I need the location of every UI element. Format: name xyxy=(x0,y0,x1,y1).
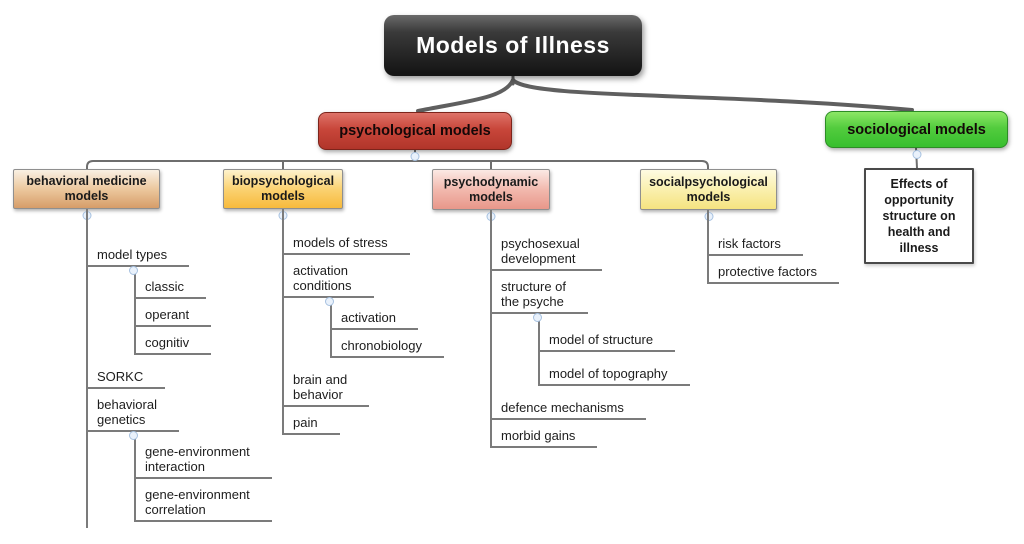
node-structure-of-the-psyche[interactable]: structure of the psyche xyxy=(492,271,589,314)
node-activation-conditions[interactable]: activation conditions xyxy=(284,255,374,298)
node-model-of-structure[interactable]: model of structure xyxy=(540,318,676,352)
node-operant[interactable]: operant xyxy=(136,299,212,327)
socialpsychological-subtree: risk factors protective factors xyxy=(707,210,839,284)
node-effects-of-opportunity-structure[interactable]: Effects of opportunity structure on heal… xyxy=(864,168,974,264)
psychodynamic-subtree: psychosexual development structure of th… xyxy=(490,210,690,448)
node-behavioral-genetics[interactable]: behavioral genetics xyxy=(88,389,179,432)
node-model-types[interactable]: model types xyxy=(88,209,190,267)
node-models-of-stress[interactable]: models of stress xyxy=(284,209,410,255)
collapse-toggle-icon[interactable] xyxy=(129,266,138,275)
node-gene-environment-interaction[interactable]: gene-environment interaction xyxy=(136,436,272,479)
node-activation[interactable]: activation xyxy=(332,302,418,330)
node-morbid-gains[interactable]: morbid gains xyxy=(492,420,598,448)
node-brain-and-behavior[interactable]: brain and behavior xyxy=(284,364,370,407)
node-sociological-models[interactable]: sociological models xyxy=(825,111,1008,159)
node-protective-factors[interactable]: protective factors xyxy=(709,256,839,284)
node-psychodynamic-models[interactable]: psychodynamic models xyxy=(432,169,550,221)
node-biopsychological-models[interactable]: biopsychological models xyxy=(223,169,343,220)
biopsychological-label: biopsychological models xyxy=(231,174,335,203)
root-node-models-of-illness[interactable]: Models of Illness xyxy=(384,15,642,76)
model-types-children: classic operant cognitiv xyxy=(129,266,272,355)
node-chronobiology[interactable]: chronobiology xyxy=(332,330,444,358)
effects-label: Effects of opportunity structure on heal… xyxy=(882,177,956,255)
node-pain[interactable]: pain xyxy=(284,407,340,435)
node-defence-mechanisms[interactable]: defence mechanisms xyxy=(492,392,646,420)
behavioral-medicine-subtree: model types classic operant cognitiv SOR… xyxy=(86,209,272,528)
root-label: Models of Illness xyxy=(416,32,610,58)
behavioral-genetics-children: gene-environment interaction gene-enviro… xyxy=(129,431,272,522)
node-sorkc[interactable]: SORKC xyxy=(88,361,166,389)
node-classic[interactable]: classic xyxy=(136,271,207,299)
behavioral-medicine-label: behavioral medicine models xyxy=(26,174,147,203)
psychological-label: psychological models xyxy=(339,123,491,139)
node-model-of-topography[interactable]: model of topography xyxy=(540,352,690,386)
collapse-toggle-icon[interactable] xyxy=(410,152,420,161)
node-gene-environment-correlation[interactable]: gene-environment correlation xyxy=(136,479,272,522)
node-socialpsychological-models[interactable]: socialpsychological models xyxy=(640,169,777,221)
node-behavioral-medicine-models[interactable]: behavioral medicine models xyxy=(13,169,160,220)
collapse-toggle-icon[interactable] xyxy=(129,431,138,440)
node-psychosexual-development[interactable]: psychosexual development xyxy=(492,210,602,271)
node-risk-factors[interactable]: risk factors xyxy=(709,210,803,256)
socialpsychological-label: socialpsychological models xyxy=(649,174,768,204)
structure-of-the-psyche-children: model of structure model of topography xyxy=(533,313,690,386)
collapse-toggle-icon[interactable] xyxy=(533,313,542,322)
node-cognitiv[interactable]: cognitiv xyxy=(136,327,212,355)
activation-conditions-children: activation chronobiology xyxy=(325,297,444,358)
biopsychological-subtree: models of stress activation conditions a… xyxy=(282,209,444,435)
collapse-toggle-icon[interactable] xyxy=(912,150,921,159)
sociological-label: sociological models xyxy=(847,121,986,138)
collapse-toggle-icon[interactable] xyxy=(325,297,334,306)
psychodynamic-label: psychodynamic models xyxy=(443,174,539,204)
node-psychological-models[interactable]: psychological models xyxy=(318,112,512,161)
